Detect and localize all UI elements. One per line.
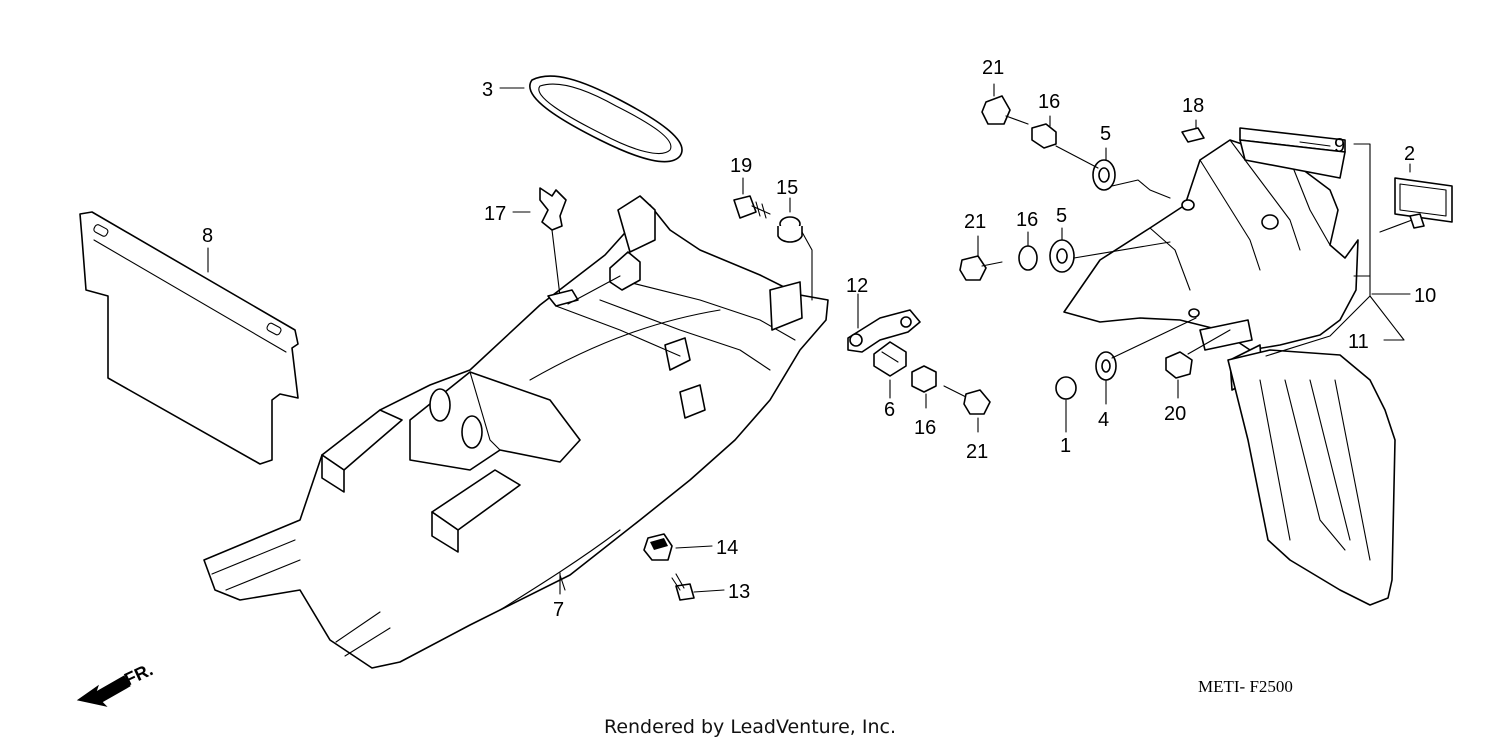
part-13-screw[interactable] xyxy=(671,573,695,601)
part-20-nut[interactable] xyxy=(1165,351,1193,379)
callout-5-left: 5 xyxy=(1056,205,1067,227)
part-15-collar[interactable] xyxy=(777,216,813,301)
callout-18: 18 xyxy=(1182,95,1204,117)
part-21-bolt-middle[interactable] xyxy=(943,385,991,415)
part-12-bracket[interactable] xyxy=(847,309,921,353)
part-8-plate[interactable] xyxy=(79,211,299,465)
callout-9: 9 xyxy=(1334,135,1345,157)
callout-20: 20 xyxy=(1164,403,1186,425)
callout-5-top: 5 xyxy=(1100,123,1111,145)
callout-16-left: 16 xyxy=(1016,209,1038,231)
leader-lines xyxy=(207,83,1411,595)
part-2-reflector[interactable] xyxy=(1379,177,1453,233)
diagram-code: METI- F2500 xyxy=(1198,677,1293,696)
callout-2: 2 xyxy=(1404,143,1415,165)
part-5-grommet-top[interactable] xyxy=(1092,159,1116,191)
callout-labels: 3 8 17 19 15 7 14 13 12 6 16 21 21 16 5 … xyxy=(202,57,1436,621)
part-5-grommet-left[interactable] xyxy=(1049,239,1075,273)
callout-4: 4 xyxy=(1098,409,1109,431)
callout-3: 3 xyxy=(482,79,493,101)
credit-line: Rendered by LeadVenture, Inc. xyxy=(603,716,897,738)
part-19-bolt[interactable] xyxy=(733,195,771,219)
callout-21-top: 21 xyxy=(982,57,1004,79)
part-21-bolt-left[interactable] xyxy=(959,255,1003,281)
callout-19: 19 xyxy=(730,155,752,177)
callout-16-top: 16 xyxy=(1038,91,1060,113)
callout-17: 17 xyxy=(484,203,506,225)
part-16-collar-middle[interactable] xyxy=(911,365,937,393)
callout-7: 7 xyxy=(553,599,564,621)
callout-10: 10 xyxy=(1414,285,1436,307)
part-16-collar-left[interactable] xyxy=(1018,245,1038,271)
callout-21-middle: 21 xyxy=(966,441,988,463)
part-18-nut[interactable] xyxy=(1181,127,1205,143)
part-6-grommet[interactable] xyxy=(873,341,907,377)
part-10-mud-flap[interactable] xyxy=(1227,349,1396,606)
callout-14: 14 xyxy=(716,537,738,559)
callout-6: 6 xyxy=(884,399,895,421)
callout-8: 8 xyxy=(202,225,213,247)
callout-11: 11 xyxy=(1348,331,1369,353)
callout-15: 15 xyxy=(776,177,798,199)
part-3-seal[interactable] xyxy=(529,75,683,163)
part-7-inner-fender[interactable] xyxy=(203,195,829,669)
callout-16-middle: 16 xyxy=(914,417,936,439)
callout-13: 13 xyxy=(728,581,750,603)
part-21-bolt-top[interactable] xyxy=(981,95,1029,125)
front-arrow-icon xyxy=(76,675,131,707)
callout-1: 1 xyxy=(1060,435,1071,457)
part-14-grommet[interactable] xyxy=(643,533,673,561)
callout-21-left: 21 xyxy=(964,211,986,233)
front-direction-indicator: FR. xyxy=(76,659,156,707)
callout-12: 12 xyxy=(846,275,868,297)
part-4-grommet[interactable] xyxy=(1095,351,1117,381)
part-16-collar-top[interactable] xyxy=(1031,123,1057,149)
part-17-clip[interactable] xyxy=(539,187,579,307)
part-1-collar[interactable] xyxy=(1055,376,1077,400)
